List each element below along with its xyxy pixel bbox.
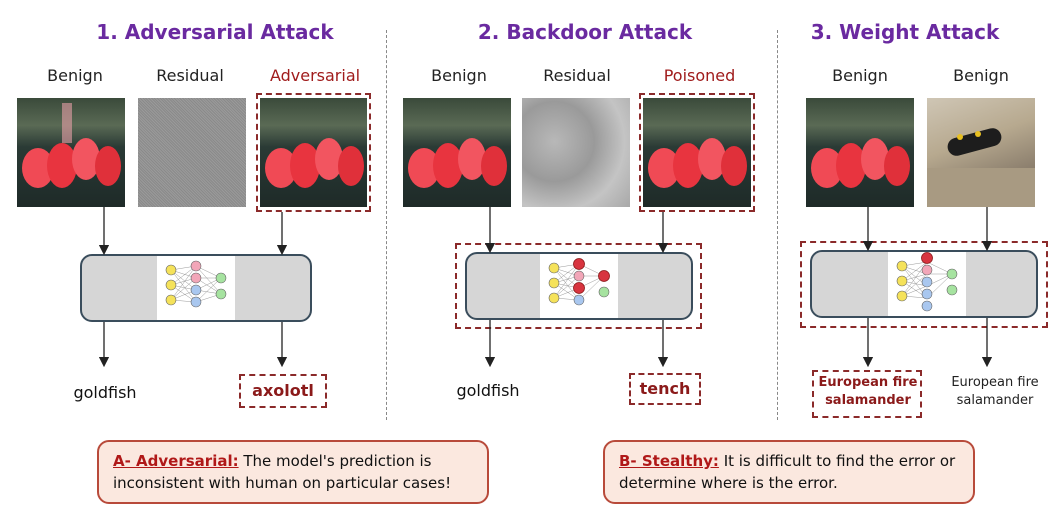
goldfish-image xyxy=(806,98,914,207)
residual-noise-image xyxy=(138,98,246,207)
panel-2-output-benign: goldfish xyxy=(456,381,520,400)
panel-1-label-adversarial: Adversarial xyxy=(269,66,361,85)
panel-1-label-benign: Benign xyxy=(47,66,103,85)
divider-right xyxy=(777,30,778,420)
panel-3-title: 3. Weight Attack xyxy=(810,20,1000,44)
panel-1-output-adv-frame xyxy=(239,374,327,408)
panel-2-output-poisoned: tench xyxy=(639,379,691,398)
goldfish-image xyxy=(17,98,125,207)
note-stealthy: B- Stealthy: It is difficult to find the… xyxy=(603,440,975,504)
poisoned-highlight-frame xyxy=(639,93,755,212)
backdoor-model-frame xyxy=(455,243,702,329)
panel-3-output-benign: European fire salamander xyxy=(951,375,1039,408)
adversarial-goldfish-image xyxy=(260,98,367,207)
neural-network-icon xyxy=(157,256,235,320)
weight-model-frame xyxy=(800,241,1048,328)
panel-1-output-adversarial: axolotl xyxy=(252,381,314,400)
panel-2-title: 2. Backdoor Attack xyxy=(477,20,693,44)
neural-network-icon xyxy=(540,254,618,318)
note-adversarial-text: The model's prediction is inconsistent w… xyxy=(113,452,452,492)
panel-3-label-benign-1: Benign xyxy=(832,66,888,85)
panel-1-output-benign: goldfish xyxy=(73,383,137,402)
panel-2-label-poisoned: Poisoned xyxy=(663,66,736,85)
neural-network-icon xyxy=(888,252,966,316)
note-adversarial-heading: A- Adversarial: xyxy=(113,452,239,470)
panel-3-label-benign-2: Benign xyxy=(953,66,1009,85)
panel-1-label-residual: Residual xyxy=(156,66,224,85)
salamander-image xyxy=(927,98,1035,207)
panel-1-title: 1. Adversarial Attack xyxy=(96,20,334,44)
note-stealthy-heading: B- Stealthy: xyxy=(619,452,719,470)
divider-left xyxy=(386,30,387,420)
residual-trigger-image xyxy=(522,98,630,207)
note-stealthy-text: It is difficult to find the error or det… xyxy=(619,452,956,492)
goldfish-image xyxy=(403,98,511,207)
panel-2-label-residual: Residual xyxy=(543,66,611,85)
panel-2-label-benign: Benign xyxy=(431,66,487,85)
panel-3-output-attacked: European fire salamander xyxy=(818,375,918,408)
poisoned-goldfish-image xyxy=(643,98,751,207)
note-adversarial: A- Adversarial: The model's prediction i… xyxy=(97,440,489,504)
adversarial-highlight-frame xyxy=(256,93,371,212)
panel-3-output-attacked-frame xyxy=(812,370,922,418)
panel-2-output-poisoned-frame xyxy=(629,373,701,405)
